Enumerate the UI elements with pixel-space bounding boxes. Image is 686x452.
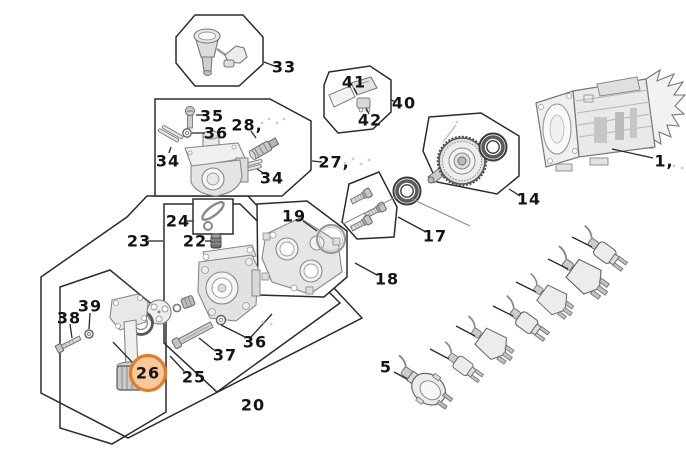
leader-lines: [69, 61, 654, 380]
part-38-screw: [54, 335, 82, 354]
part-label-37[interactable]: 37: [213, 346, 237, 365]
part-label-22[interactable]: 22: [183, 232, 207, 251]
part-label-34-left[interactable]: 34: [156, 152, 180, 171]
part-28-valve: [249, 137, 280, 160]
part-label-39[interactable]: 39: [78, 297, 102, 316]
part-label-36-top[interactable]: 36: [204, 124, 228, 143]
group-box-17: [341, 171, 398, 240]
part-14-clutch-gear: [427, 124, 488, 187]
part-labels: 33 35 36 34 28, 34 27, 41 42 40 14 1, 17…: [57, 58, 673, 415]
part-27-pump-housing: [184, 130, 249, 197]
part-small-oring: [172, 303, 182, 313]
part-rotor-plate: [146, 299, 172, 325]
part-label-38[interactable]: 38: [57, 309, 81, 328]
part-36-washer: [182, 128, 192, 138]
part-35-screw: [185, 106, 195, 129]
part-label-40[interactable]: 40: [392, 94, 416, 113]
group-box-25: [59, 269, 167, 445]
part-40-switch-group: [328, 76, 378, 113]
part-label-41[interactable]: 41: [342, 73, 366, 92]
part-label-28[interactable]: 28,: [231, 116, 262, 135]
part-ribbed-plug: [180, 295, 196, 309]
part-18-pump-head: [261, 217, 343, 295]
ghost-marks: [260, 117, 684, 326]
part-36-washer-center: [215, 314, 227, 326]
part-39-washer: [84, 329, 94, 339]
part-label-17[interactable]: 17: [423, 227, 447, 246]
part-label-35[interactable]: 35: [200, 107, 224, 126]
part-33-oil-cap: [193, 28, 248, 76]
selected-part-marker[interactable]: 26: [128, 353, 168, 393]
part-label-14[interactable]: 14: [517, 190, 541, 209]
selected-part-circle[interactable]: [128, 353, 168, 393]
part-label-25[interactable]: 25: [182, 368, 206, 387]
part-20-pump-body: [197, 244, 261, 322]
part-label-24[interactable]: 24: [166, 212, 190, 231]
part-seal-ring-outer: [391, 175, 423, 207]
part-label-42[interactable]: 42: [358, 111, 382, 130]
part-label-1[interactable]: 1,: [654, 152, 673, 171]
part-label-18[interactable]: 18: [375, 270, 399, 289]
part-1-motor-assembly: [535, 68, 686, 172]
part-5-plug-schuko: [382, 349, 460, 419]
part-label-23[interactable]: 23: [127, 232, 151, 251]
part-label-26[interactable]: 26: [136, 364, 160, 383]
part-label-20[interactable]: 20: [241, 396, 265, 415]
part-label-33[interactable]: 33: [272, 58, 296, 77]
part-label-36-center[interactable]: 36: [243, 333, 267, 352]
part-label-19[interactable]: 19: [282, 207, 306, 226]
part-label-27[interactable]: 27,: [318, 153, 349, 172]
part-22-plug: [210, 233, 222, 249]
part-14-bearing-ring: [477, 131, 509, 163]
part-19-o-ring: [315, 223, 347, 255]
part-24-gasket-kit: [201, 201, 225, 231]
part-label-5[interactable]: 5: [380, 358, 392, 377]
part-37-bolt: [171, 321, 214, 350]
part-label-34-right[interactable]: 34: [260, 169, 284, 188]
